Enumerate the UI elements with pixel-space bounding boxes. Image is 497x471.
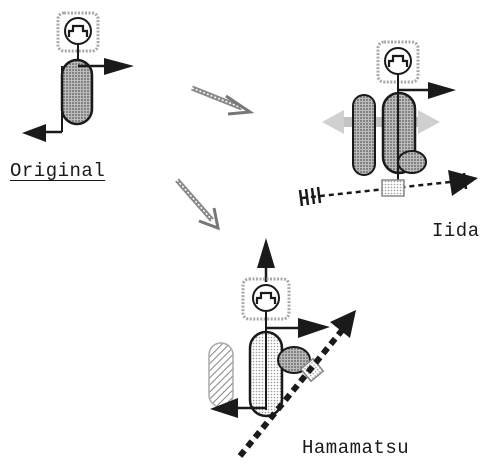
transition-arrow-to-iida [191,85,255,116]
arrow-icon [448,170,478,196]
hamamatsu-figure [208,238,356,458]
head-frame [241,277,291,321]
robot-head-icon [384,47,412,75]
hip-blob [277,346,311,374]
foot-block [381,179,405,197]
label-original: Original [10,160,106,182]
head-frame [56,11,100,53]
body-capsule-back [352,94,376,176]
iida-figure [298,40,478,207]
label-hamamatsu: Hamamatsu [302,437,410,459]
arrow-icon [22,124,46,142]
arrow-icon [210,398,238,418]
ground-line [301,180,451,200]
arrow-icon [428,82,456,99]
robot-head-icon [64,17,92,45]
robot-head-icon [252,284,280,312]
arrow-icon [257,238,275,268]
arrow-icon [298,318,330,338]
arrow-icon [330,310,356,338]
arrow-icon [104,58,134,75]
body-capsule [60,58,94,126]
original-figure [22,11,134,142]
ground-line [237,316,355,458]
transition-arrow-to-hamamatsu [175,178,220,231]
label-iida: Iida [432,220,480,242]
body-capsule-ghost [208,342,234,408]
hip-blob [397,150,427,174]
